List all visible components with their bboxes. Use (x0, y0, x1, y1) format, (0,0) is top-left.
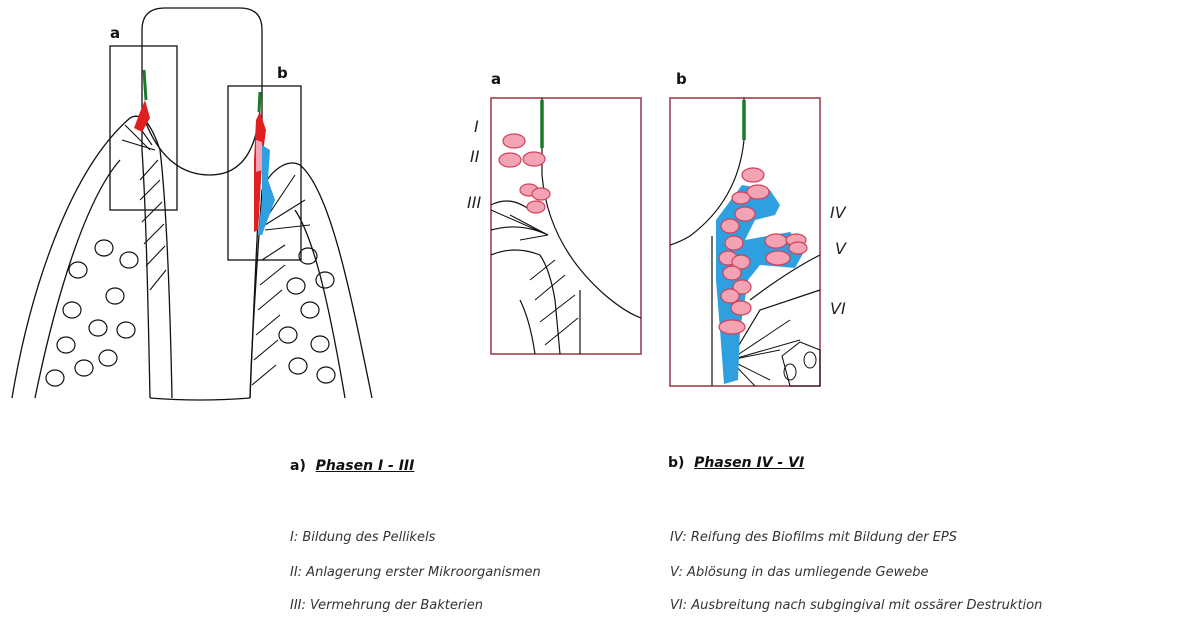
detail-b-label: b (676, 70, 687, 88)
legend-b-item: IV: Reifung des Biofilms mit Bildung der… (670, 530, 957, 545)
detail-b-panel: IV V VI (670, 98, 847, 386)
tooth-root-curve (150, 398, 250, 400)
phase-I-label: I (474, 117, 479, 136)
overview-label-a: a (110, 24, 120, 42)
legend-a-item: III: Vermehrung der Bakterien (290, 598, 483, 613)
phase-VI-label: VI (830, 299, 846, 318)
left-gum (12, 116, 172, 398)
overview-illustration (12, 8, 372, 400)
phase-V-label: V (835, 239, 847, 258)
detail-a-panel: I II III (467, 98, 641, 354)
legend-a-item: I: Bildung des Pellikels (290, 530, 435, 545)
overview-label-b: b (277, 64, 288, 82)
detail-a-label: a (491, 70, 501, 88)
legend-b-item: VI: Ausbreitung nach subgingival mit oss… (670, 598, 1042, 613)
legend-a-prefix: a) (290, 458, 306, 474)
tooth-outline (142, 8, 262, 398)
legend-b-prefix: b) (668, 455, 684, 471)
phase-II-label: II (470, 147, 480, 166)
legend-b-title: Phasen IV - VI (694, 455, 804, 471)
legend-a-title: Phasen I - III (316, 458, 415, 474)
phase-III-label: III (467, 193, 481, 212)
phase-IV-label: IV (830, 203, 847, 222)
legend-b-heading: b) Phasen IV - VI (668, 455, 804, 471)
legend-a-item: II: Anlagerung erster Mikroorganismen (290, 565, 541, 580)
legend-b-item: V: Ablösung in das umliegende Gewebe (670, 565, 928, 580)
left-bone-trabeculae (46, 240, 138, 386)
right-bone-trabeculae (279, 248, 335, 383)
legend-a-heading: a) Phasen I - III (290, 458, 414, 474)
